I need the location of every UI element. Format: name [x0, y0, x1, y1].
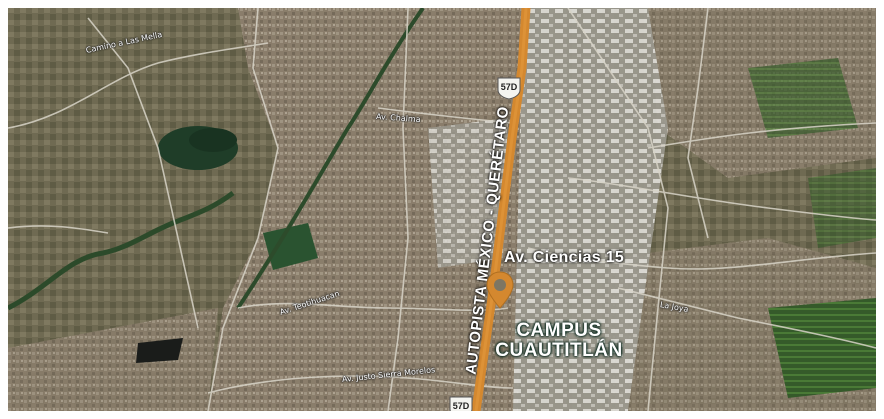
highway-shield-icon	[449, 396, 473, 411]
map-imagery	[8, 8, 876, 411]
highway-shield-north: 57D	[496, 76, 522, 100]
campus-label-line2: CUAUTITLÁN	[495, 340, 623, 361]
campus-label: CAMPUS CUAUTITLÁN	[494, 321, 624, 361]
highway-shield-text: 57D	[500, 82, 518, 92]
highway-shield-icon	[497, 77, 521, 100]
satellite-map[interactable]: 57D 57D Camino a Las Mella Av. Chalma Av…	[8, 8, 876, 411]
map-pin-icon[interactable]	[485, 270, 515, 310]
campus-label-line1: CAMPUS	[516, 320, 602, 341]
address-label: Av. Ciencias 15	[504, 249, 625, 266]
highway-shield-text: 57D	[452, 401, 470, 411]
highway-shield-south: 57D	[448, 395, 474, 411]
